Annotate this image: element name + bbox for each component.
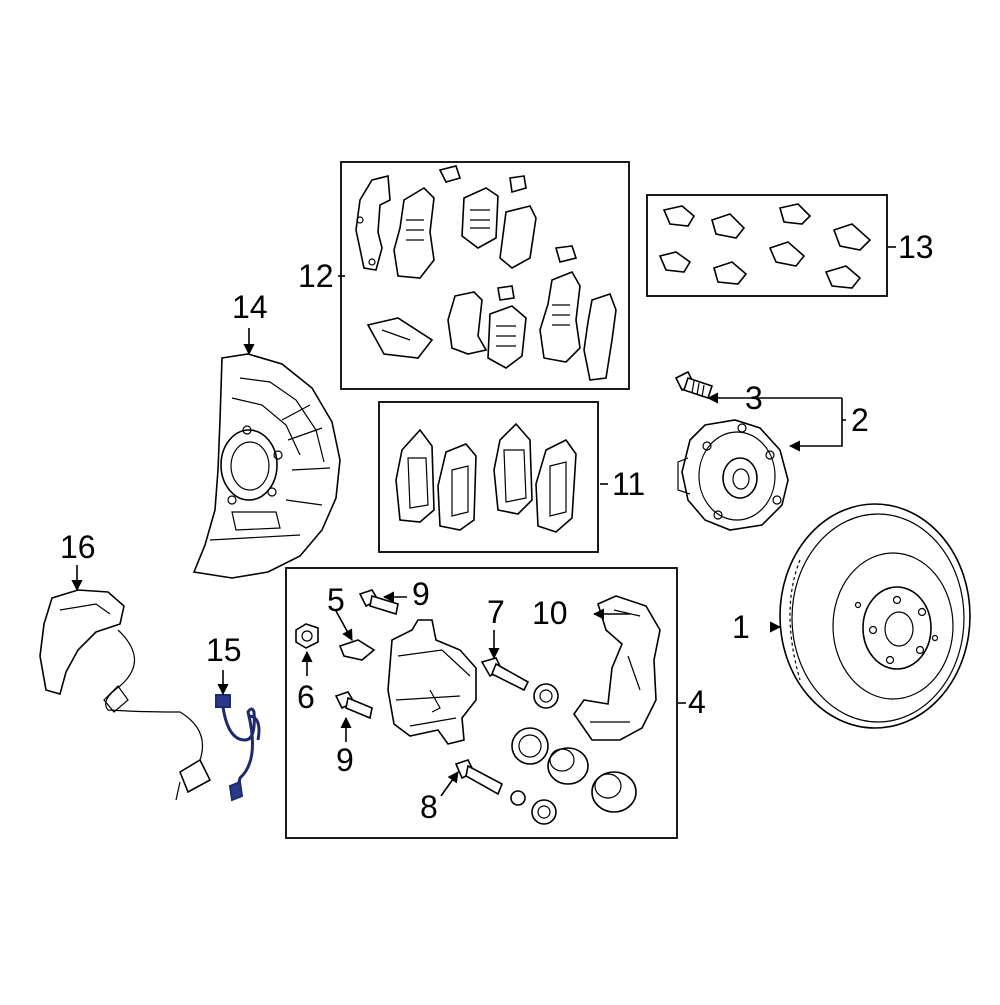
callout-7: 7 bbox=[487, 594, 505, 630]
hardware-kit-parts bbox=[355, 165, 617, 381]
callout-9-lower: 9 bbox=[336, 742, 354, 778]
box-13-clip-kit bbox=[646, 194, 888, 297]
caliper-small-parts bbox=[295, 589, 637, 825]
callout-10: 10 bbox=[532, 595, 568, 631]
brake-pads bbox=[395, 422, 577, 533]
caliper-housing bbox=[387, 619, 477, 745]
callout-9-upper: 9 bbox=[412, 576, 430, 612]
callout-13: 13 bbox=[898, 229, 934, 265]
callout-1: 1 bbox=[732, 609, 750, 645]
callout-labels: 1 2 3 4 5 6 7 8 9 9 10 11 12 13 14 15 16 bbox=[60, 229, 934, 825]
callout-3: 3 bbox=[745, 380, 763, 416]
brake-hose bbox=[215, 694, 261, 802]
callout-16: 16 bbox=[60, 529, 96, 565]
callout-6: 6 bbox=[297, 679, 315, 715]
callout-4: 4 bbox=[688, 684, 706, 720]
callout-8: 8 bbox=[420, 789, 438, 825]
callout-5: 5 bbox=[327, 582, 345, 618]
callout-15: 15 bbox=[206, 632, 242, 668]
box-11-pad-set bbox=[378, 401, 599, 553]
caliper-bracket-10 bbox=[573, 595, 661, 741]
callout-11: 11 bbox=[612, 466, 645, 502]
abs-sensor-harness bbox=[39, 589, 212, 801]
wheel-hub bbox=[677, 419, 789, 531]
callout-14: 14 bbox=[232, 289, 268, 325]
splash-shield bbox=[192, 353, 341, 579]
brake-rotor bbox=[779, 503, 971, 729]
leader-lines bbox=[71, 246, 896, 797]
callout-2: 2 bbox=[851, 402, 869, 438]
callout-12: 12 bbox=[298, 258, 334, 294]
box-4-caliper-assembly bbox=[285, 567, 678, 839]
hub-bolt bbox=[674, 370, 714, 400]
clip-kit-parts bbox=[658, 203, 872, 289]
